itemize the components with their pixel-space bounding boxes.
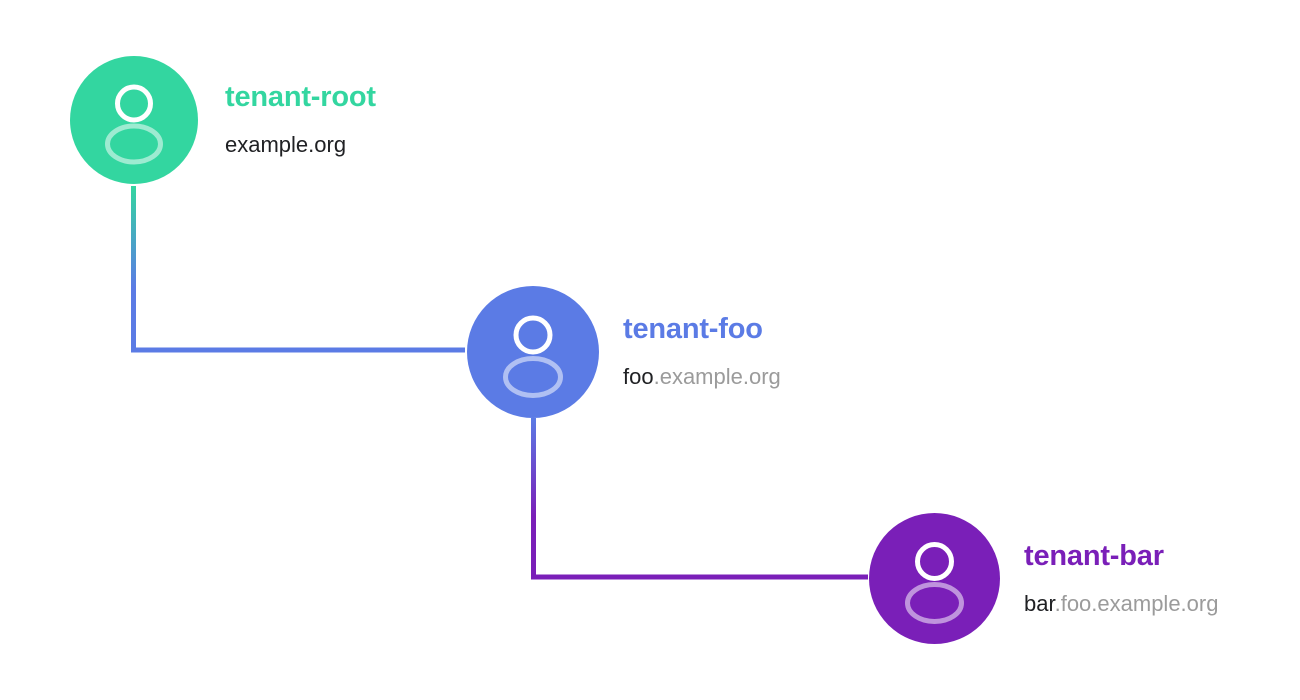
- tenant-root-title: tenant-root: [225, 81, 376, 114]
- user-avatar-icon: [503, 315, 563, 398]
- user-avatar-icon: [105, 84, 163, 165]
- tenant-foo-domain-strong: foo: [623, 364, 654, 390]
- tenant-root-text: tenant-root example.org: [225, 82, 376, 157]
- tenant-bar-domain-strong: bar: [1024, 590, 1055, 616]
- tenant-root-domain-strong: example.org: [225, 132, 347, 158]
- tenant-bar-avatar[interactable]: [869, 513, 1000, 644]
- tenant-foo-text: tenant-foo foo.example.org: [623, 314, 781, 389]
- tenant-bar-domain: bar.foo.example.org: [1024, 590, 1219, 616]
- user-avatar-icon: [905, 542, 964, 624]
- edge-foo-to-bar: [531, 418, 868, 580]
- node-tenant-bar[interactable]: tenant-bar bar.foo.example.org: [869, 513, 1218, 644]
- tenant-foo-domain-muted: .example.org: [653, 364, 781, 390]
- edge-root-to-foo: [131, 186, 465, 353]
- tenant-foo-avatar[interactable]: [467, 286, 599, 418]
- tenant-foo-title: tenant-foo: [623, 313, 763, 346]
- node-tenant-root[interactable]: tenant-root example.org: [70, 56, 376, 184]
- tenant-bar-title: tenant-bar: [1024, 539, 1164, 572]
- tenant-root-domain: example.org: [225, 133, 376, 157]
- tenant-bar-text: tenant-bar bar.foo.example.org: [1024, 539, 1219, 616]
- tenant-bar-domain-muted: .foo.example.org: [1054, 590, 1219, 616]
- node-tenant-foo[interactable]: tenant-foo foo.example.org: [467, 286, 781, 418]
- tenant-foo-domain: foo.example.org: [623, 365, 781, 389]
- tenant-root-avatar[interactable]: [70, 56, 198, 184]
